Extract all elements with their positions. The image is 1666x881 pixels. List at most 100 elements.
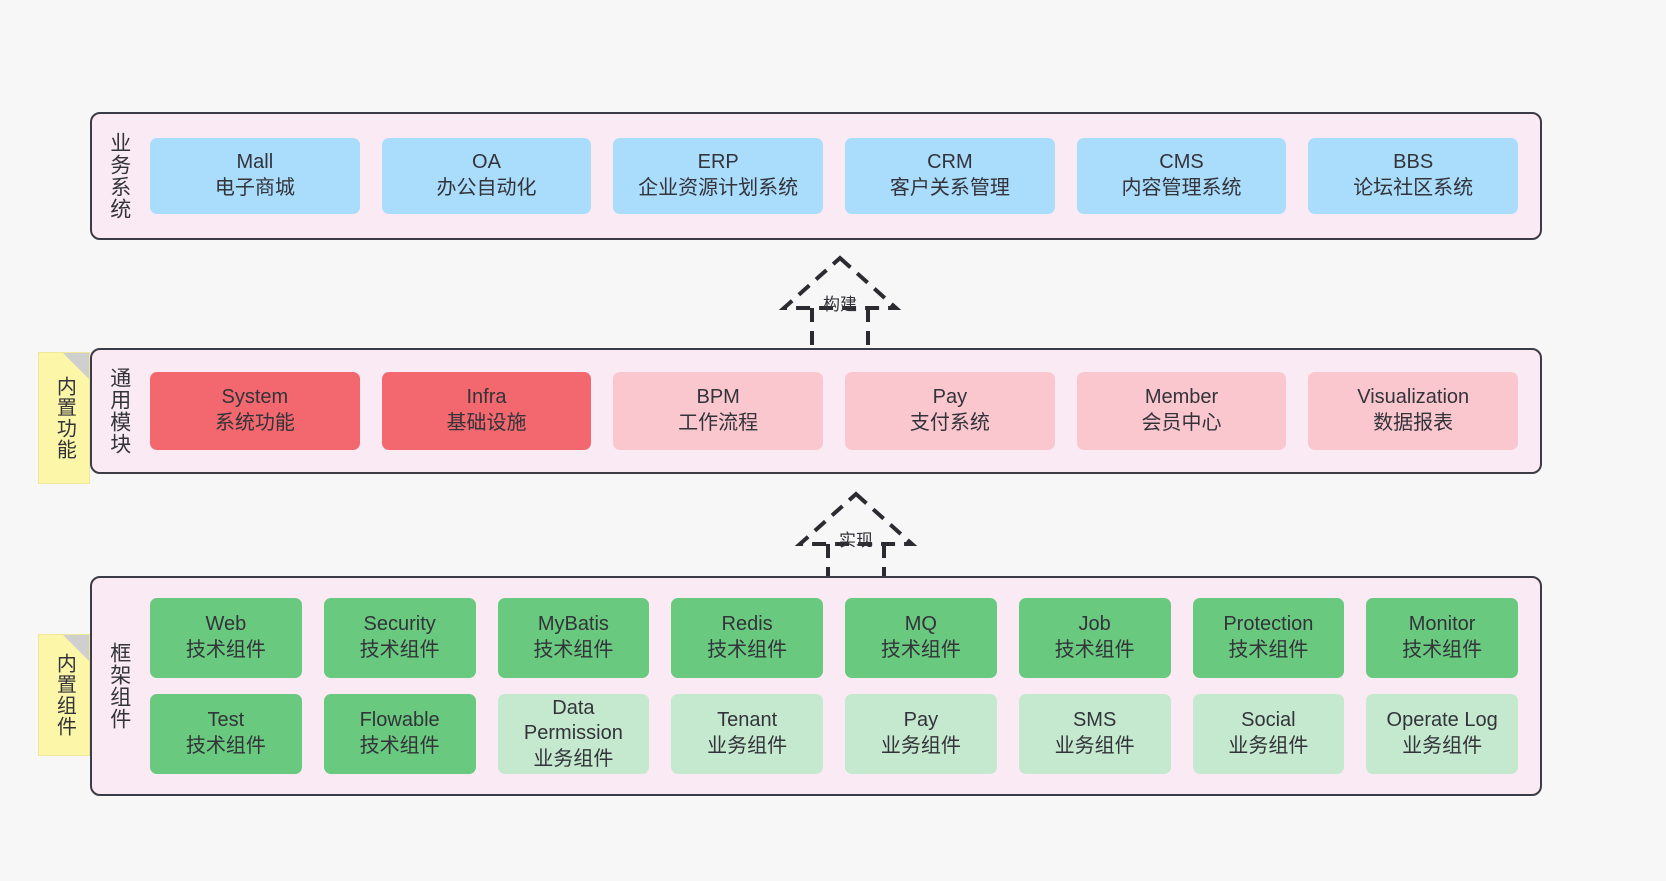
node-subtitle: 业务组件 (707, 735, 788, 757)
node-subtitle: 业务组件 (1228, 735, 1309, 757)
node-subtitle: 支付系统 (909, 412, 990, 434)
node-subtitle: 办公自动化 (436, 177, 537, 199)
node-subtitle: 技术组件 (1402, 639, 1483, 661)
node-bpm[interactable]: BPM 工作流程 (613, 372, 824, 450)
node-subtitle: 技术组件 (359, 735, 440, 757)
layer-body-common-modules: System 系统功能 Infra 基础设施 BPM 工作流程 Pay 支付系统… (146, 350, 1540, 472)
node-pay[interactable]: Pay 支付系统 (845, 372, 1055, 450)
node-member[interactable]: Member 会员中心 (1076, 372, 1287, 450)
layer-common-modules: 通用模块 System 系统功能 Infra 基础设施 BPM 工作流程 Pay… (90, 348, 1542, 474)
node-subtitle: 工作流程 (678, 412, 759, 434)
node-subtitle: 业务组件 (880, 735, 961, 757)
node-title: System (221, 386, 289, 409)
node-system[interactable]: System 系统功能 (150, 372, 360, 450)
node-infra[interactable]: Infra 基础设施 (381, 372, 592, 450)
node-subtitle: 电子商城 (214, 177, 295, 199)
layer-row: Web 技术组件 Security 技术组件 MyBatis 技术组件 Redi… (150, 598, 1518, 678)
node-operate-log[interactable]: Operate Log 业务组件 (1366, 694, 1518, 774)
node-title: Job (1078, 613, 1111, 636)
node-cms[interactable]: CMS 内容管理系统 (1076, 138, 1287, 214)
layer-row: Mall 电子商城 OA 办公自动化 ERP 企业资源计划系统 CRM 客户关系… (150, 138, 1519, 214)
node-title: Mall (236, 151, 274, 174)
node-title: Pay (932, 386, 968, 409)
layer-title-framework-components: 框架组件 (107, 642, 131, 730)
node-title: Test (207, 709, 245, 732)
node-subtitle: 技术组件 (707, 639, 788, 661)
node-subtitle: 技术组件 (1228, 639, 1309, 661)
connector-build: 构建 (740, 252, 940, 360)
node-title: Security (363, 613, 436, 636)
layer-body-framework-components: Web 技术组件 Security 技术组件 MyBatis 技术组件 Redi… (146, 578, 1540, 794)
layer-body-business-systems: Mall 电子商城 OA 办公自动化 ERP 企业资源计划系统 CRM 客户关系… (146, 114, 1540, 238)
node-flowable[interactable]: Flowable 技术组件 (323, 694, 476, 774)
node-subtitle: 业务组件 (533, 747, 614, 770)
node-title: Flowable (359, 709, 440, 732)
note-builtin-component[interactable]: 内置组件 (38, 634, 90, 756)
node-mall[interactable]: Mall 电子商城 (150, 138, 360, 214)
node-subtitle: 技术组件 (185, 639, 266, 661)
node-crm[interactable]: CRM 客户关系管理 (845, 138, 1055, 214)
node-title: Pay (903, 709, 939, 732)
node-subtitle: 技术组件 (1054, 639, 1135, 661)
note-label: 内置功能 (53, 376, 76, 460)
node-title: BPM (696, 386, 740, 409)
node-erp[interactable]: ERP 企业资源计划系统 (613, 138, 824, 214)
node-title: Tenant (717, 709, 778, 732)
node-title: SMS (1072, 709, 1117, 732)
connector-label: 构建 (823, 295, 857, 314)
node-oa[interactable]: OA 办公自动化 (381, 138, 592, 214)
node-subtitle: 基础设施 (446, 412, 527, 434)
note-label: 内置组件 (53, 653, 76, 737)
node-title: Member (1144, 386, 1219, 409)
node-title: OA (472, 151, 501, 174)
node-title-line2: Permission (523, 722, 623, 745)
connector-label: 实现 (839, 531, 873, 550)
node-title: Data (552, 696, 595, 719)
layer-framework-components: 框架组件 Web 技术组件 Security 技术组件 MyBatis 技术组件… (90, 576, 1542, 796)
node-subtitle: 数据报表 (1373, 412, 1454, 434)
node-title: Infra (466, 386, 507, 409)
layer-title-business-systems: 业务系统 (107, 132, 131, 220)
node-subtitle: 企业资源计划系统 (638, 177, 799, 199)
node-title: Protection (1223, 613, 1314, 636)
node-mybatis[interactable]: MyBatis 技术组件 (497, 598, 650, 678)
node-pay-business[interactable]: Pay 业务组件 (845, 694, 997, 774)
node-sms[interactable]: SMS 业务组件 (1018, 694, 1171, 774)
layer-row: Test 技术组件 Flowable 技术组件 Data Permission … (150, 694, 1518, 774)
node-visualization[interactable]: Visualization 数据报表 (1308, 372, 1519, 450)
node-subtitle: 技术组件 (359, 639, 440, 661)
node-subtitle: 业务组件 (1402, 735, 1483, 757)
note-builtin-function[interactable]: 内置功能 (38, 352, 90, 484)
node-title: BBS (1393, 151, 1434, 174)
node-protection[interactable]: Protection 技术组件 (1192, 598, 1345, 678)
node-job[interactable]: Job 技术组件 (1018, 598, 1171, 678)
layer-business-systems: 业务系统 Mall 电子商城 OA 办公自动化 ERP 企业资源计划系统 CRM… (90, 112, 1542, 240)
node-title: Operate Log (1386, 709, 1498, 732)
node-title: ERP (697, 151, 739, 174)
node-bbs[interactable]: BBS 论坛社区系统 (1308, 138, 1519, 214)
node-subtitle: 论坛社区系统 (1353, 177, 1474, 199)
node-tenant[interactable]: Tenant 业务组件 (671, 694, 823, 774)
node-title: Social (1241, 709, 1296, 732)
node-title: Visualization (1357, 386, 1470, 409)
node-title: CMS (1159, 151, 1204, 174)
node-subtitle: 系统功能 (214, 412, 295, 434)
node-title: Web (205, 613, 247, 636)
node-title: MyBatis (537, 613, 609, 636)
node-web[interactable]: Web 技术组件 (150, 598, 302, 678)
layer-row: System 系统功能 Infra 基础设施 BPM 工作流程 Pay 支付系统… (150, 372, 1519, 450)
node-subtitle: 会员中心 (1141, 412, 1222, 434)
node-subtitle: 客户关系管理 (889, 177, 1010, 199)
layer-title-common-modules: 通用模块 (107, 367, 131, 455)
node-monitor[interactable]: Monitor 技术组件 (1366, 598, 1518, 678)
node-security[interactable]: Security 技术组件 (323, 598, 476, 678)
node-social[interactable]: Social 业务组件 (1192, 694, 1345, 774)
node-subtitle: 技术组件 (185, 735, 266, 757)
node-data-permission[interactable]: Data Permission 业务组件 (497, 694, 650, 774)
node-redis[interactable]: Redis 技术组件 (671, 598, 823, 678)
node-title: Monitor (1408, 613, 1476, 636)
node-test[interactable]: Test 技术组件 (150, 694, 302, 774)
node-mq[interactable]: MQ 技术组件 (845, 598, 997, 678)
node-subtitle: 业务组件 (1054, 735, 1135, 757)
